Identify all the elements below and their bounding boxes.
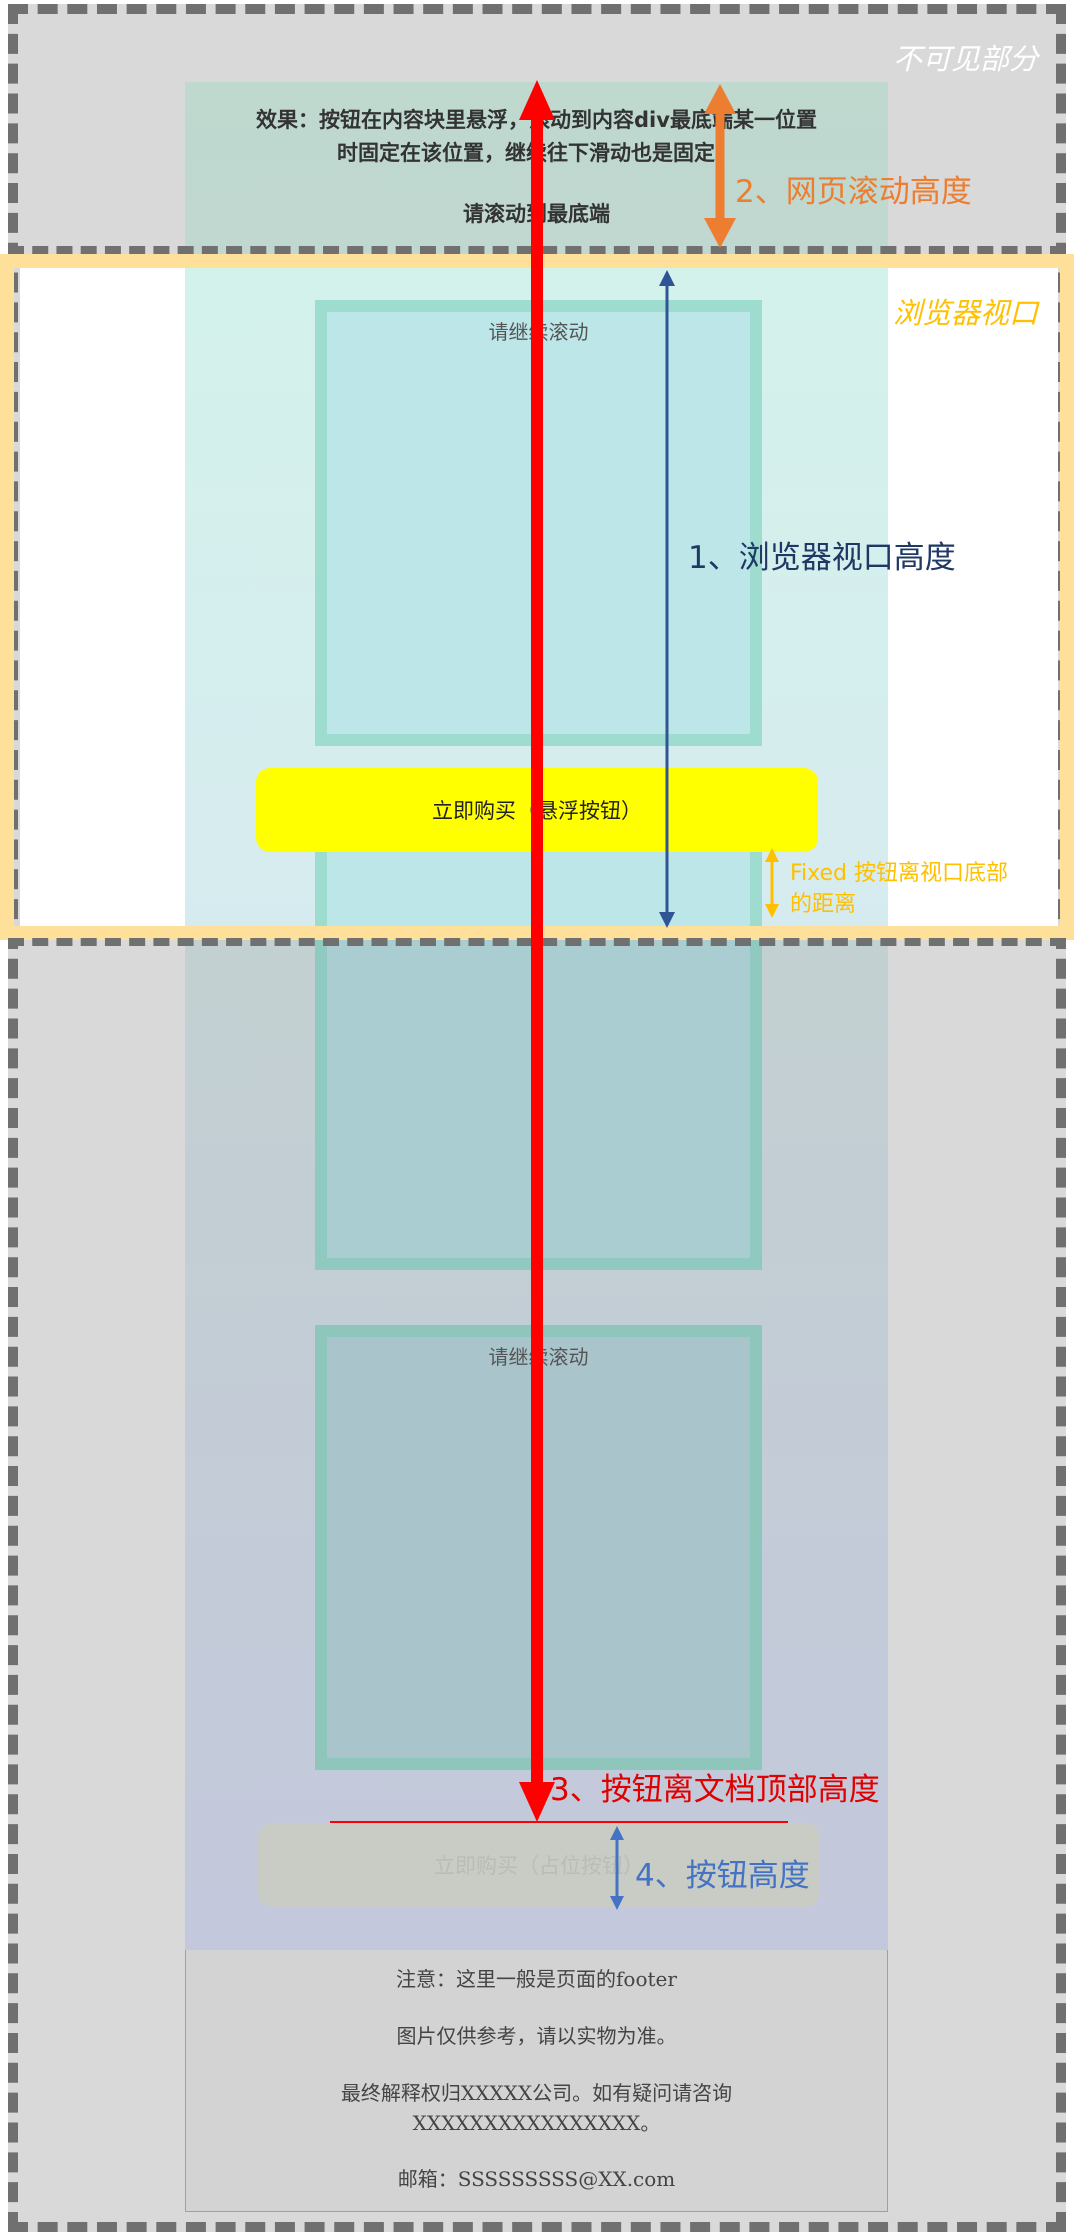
button-top-arrow [330, 80, 788, 1823]
invisible-part-label: 不可见部分 [893, 42, 1039, 76]
scroll-height-arrow-head-up [704, 84, 736, 114]
scroll-height-label: 2、网页滚动高度 [735, 174, 972, 210]
button-height-arrow [610, 1826, 624, 1910]
browser-viewport-label: 浏览器视口 [893, 296, 1039, 330]
button-top-arrow-head-down [519, 1782, 555, 1822]
viewport-height-arrow [659, 270, 675, 928]
button-top-arrow-head-up [519, 80, 555, 120]
fixed-distance-arrow-head-up [765, 848, 779, 862]
footer-disclaimer: 图片仅供参考，请以实物为准。 [396, 2024, 677, 2048]
scroll-height-arrow [704, 84, 736, 248]
button-top-label: 3、按钮离文档顶部高度 [550, 1772, 880, 1808]
footer-email: 邮箱：SSSSSSSSS@XX.com [397, 2167, 676, 2191]
footer-note: 注意：这里一般是页面的footer [396, 1967, 677, 1991]
scroll-height-arrow-head-down [704, 218, 736, 248]
fixed-distance-arrow-head-down [765, 904, 779, 918]
viewport-height-arrow-head-up [659, 270, 675, 286]
button-height-label: 4、按钮高度 [635, 1858, 810, 1894]
footer-rights-line-1: 最终解释权归XXXXX公司。如有疑问请咨询 [340, 2081, 733, 2105]
fixed-distance-label: Fixed 按钮离视口底部的距离 [790, 861, 1009, 917]
placeholder-buy-button[interactable]: 立即购买（占位按钮） [258, 1823, 820, 1907]
fixed-distance-arrow [765, 848, 779, 918]
button-height-arrow-head-down [610, 1896, 624, 1910]
footer-rights-line-2: XXXXXXXXXXXXXXXX。 [412, 2111, 661, 2135]
viewport-height-arrow-head-down [659, 912, 675, 928]
viewport-height-label: 1、浏览器视口高度 [688, 540, 956, 576]
button-height-arrow-head-up [610, 1826, 624, 1840]
